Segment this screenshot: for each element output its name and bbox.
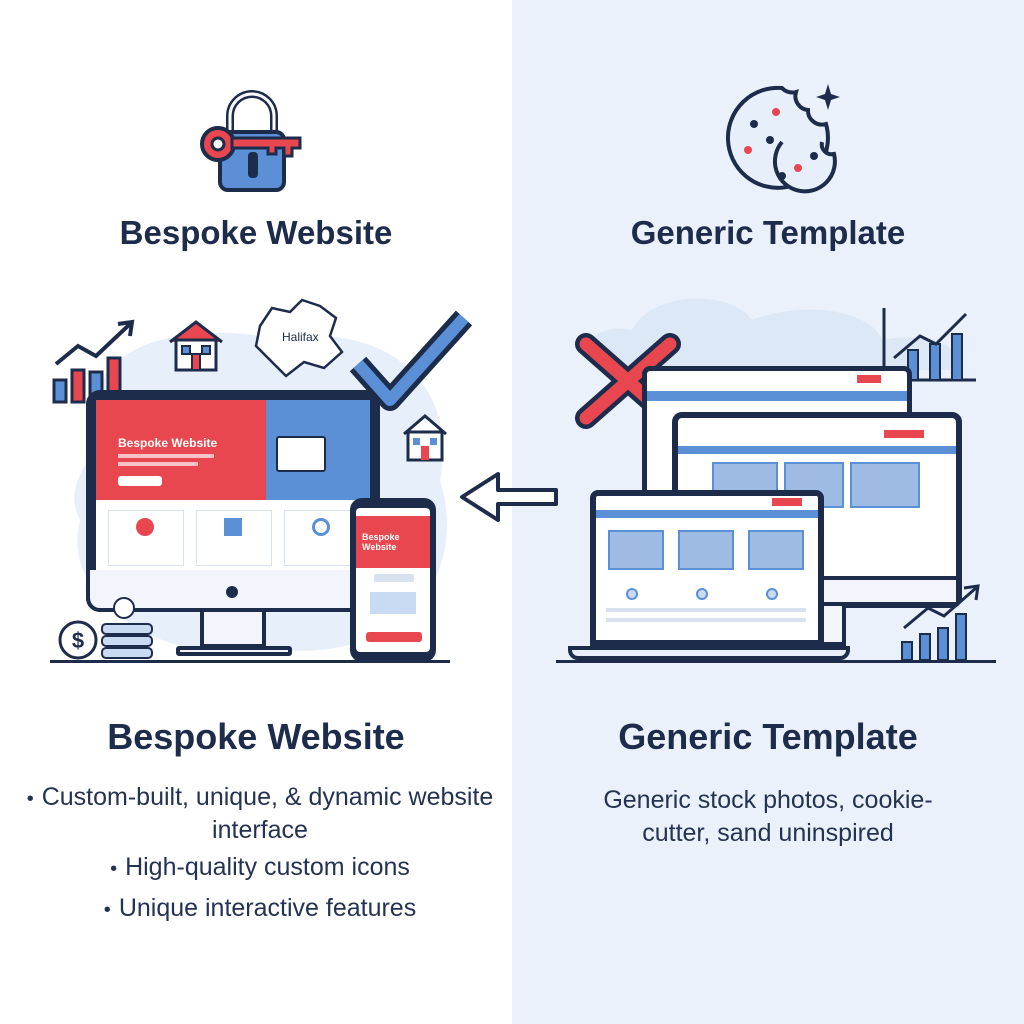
monitor: Bespoke Website [86, 390, 380, 612]
screen-hero-text [118, 454, 214, 458]
bullet-item: •Unique interactive features [103, 894, 417, 922]
stock-photo-placeholder [608, 530, 664, 570]
template-cta[interactable] [857, 375, 881, 383]
screen-hero-text [118, 462, 198, 466]
bespoke-feature-list: •Custom-built, unique, & dynamic website… [20, 782, 500, 934]
placeholder-text-line [606, 608, 806, 612]
generic-description: Generic stock photos, cookie-cutter, san… [603, 786, 933, 847]
phone-image [370, 592, 416, 614]
bullet-item: •Custom-built, unique, & dynamic website… [26, 783, 494, 844]
laptop-base [568, 646, 850, 660]
house-small-icon [403, 414, 447, 462]
bespoke-panel: Bespoke Website Halifax [20, 90, 500, 934]
map-label: Halifax [282, 330, 319, 344]
grid-icon [224, 518, 242, 536]
phone-button[interactable] [374, 574, 414, 582]
cookie-icon [725, 84, 840, 194]
screen-hero-title: Bespoke Website [118, 436, 218, 450]
stock-photo-placeholder [678, 530, 734, 570]
generic-icon [696, 588, 708, 600]
desk-line [556, 660, 996, 663]
arrow-left-icon [460, 472, 558, 522]
phone-cta-button[interactable] [366, 632, 422, 642]
bullet-item: •High-quality custom icons [110, 853, 410, 881]
phone-hero-title: Bespoke Website [362, 532, 400, 552]
bespoke-heading-bottom: Bespoke Website [107, 716, 405, 757]
coins-icon: $ [58, 597, 153, 660]
map-outline-icon [254, 298, 344, 378]
generic-icon [626, 588, 638, 600]
template-nav-bar [647, 391, 907, 401]
growth-chart-icon [901, 584, 980, 661]
template-nav-bar [678, 446, 956, 454]
house-icon [169, 320, 223, 372]
template-cta[interactable] [772, 498, 802, 506]
monitor-stand [200, 612, 266, 648]
lock-key-icon [200, 90, 302, 192]
phone: Bespoke Website [350, 498, 436, 662]
phone-hero [356, 516, 430, 568]
key-icon [136, 518, 154, 536]
phone-screen: Bespoke Website [356, 508, 430, 652]
desk-line [50, 660, 450, 663]
screen-device-illustration [276, 436, 326, 472]
gear-icon [312, 518, 330, 536]
generic-panel: Generic Template [460, 0, 1024, 1024]
svg-text:$: $ [72, 628, 84, 653]
monitor-screen: Bespoke Website [96, 400, 370, 570]
checkmark-icon [349, 310, 472, 411]
monitor-button [226, 586, 238, 598]
generic-heading-top: Generic Template [630, 214, 906, 251]
stock-photo-placeholder [748, 530, 804, 570]
stock-photo-placeholder [850, 462, 920, 508]
template-cta[interactable] [884, 430, 924, 438]
background-cloud [587, 298, 958, 370]
generic-heading-bottom: Generic Template [618, 716, 918, 757]
template-nav-bar [596, 510, 818, 518]
generic-icon [766, 588, 778, 600]
placeholder-text-line [606, 618, 806, 622]
screen-hero-button[interactable] [118, 476, 162, 486]
template-laptop [590, 490, 824, 646]
bespoke-heading-top: Bespoke Website [119, 214, 393, 251]
monitor-base [176, 646, 292, 656]
